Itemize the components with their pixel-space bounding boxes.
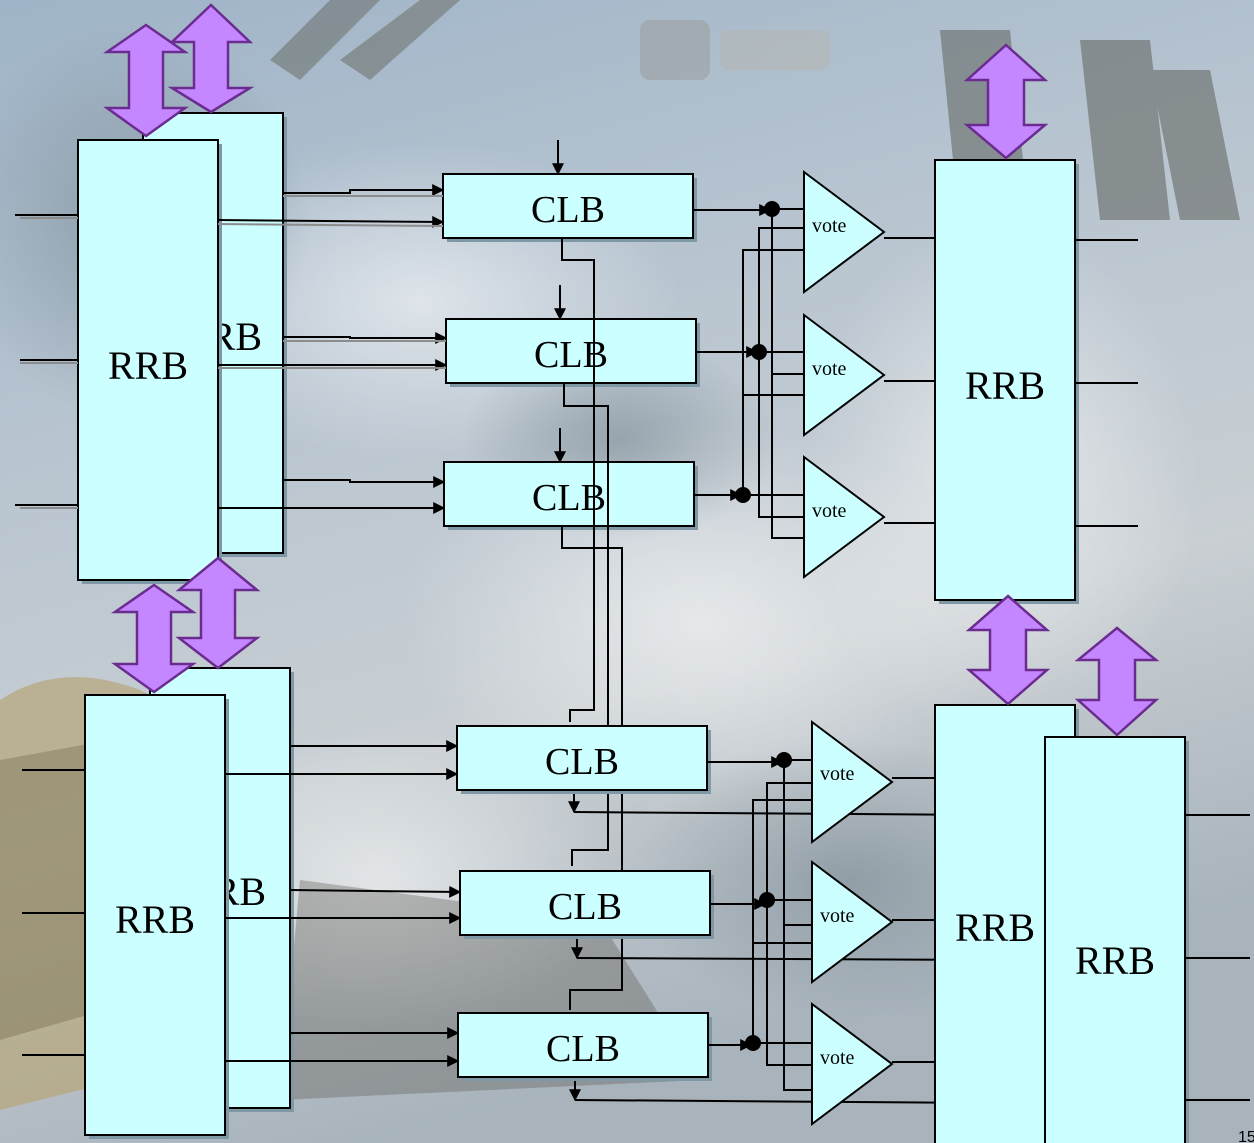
vote-label: vote (820, 763, 855, 785)
clb-bottom-2: CLB (460, 871, 714, 939)
rrb-bottom-right-front: RRB (1045, 737, 1189, 1143)
clb-bottom-3: CLB (458, 1013, 712, 1081)
vote-label: vote (812, 500, 847, 522)
rrb-label: RRB (1075, 938, 1155, 983)
clb-label: CLB (531, 189, 605, 231)
rrb-bottom-left-front: RRB (85, 695, 229, 1139)
voter-bottom-3: vote (812, 1004, 892, 1124)
clb-label: CLB (534, 334, 608, 376)
bidirectional-arrow-icon (969, 596, 1047, 704)
clb-bottom-1: CLB (457, 726, 711, 794)
rrb-top-right: RRB (935, 160, 1079, 604)
clb-top-1: CLB (443, 174, 697, 242)
clb-top-3: CLB (444, 462, 698, 530)
vote-label: vote (820, 905, 855, 927)
clb-label: CLB (546, 1028, 620, 1070)
voter-top-1: vote (804, 172, 884, 292)
vote-label: vote (812, 358, 847, 380)
clb-label: CLB (545, 741, 619, 783)
page-number: 15 (1238, 1129, 1254, 1143)
clb-top-2: CLB (446, 319, 700, 387)
wires-top-voting (693, 201, 805, 538)
voter-top-2: vote (804, 315, 884, 435)
clb-label: CLB (548, 886, 622, 928)
voter-top-3: vote (804, 457, 884, 577)
vote-label: vote (820, 1047, 855, 1069)
voter-bottom-2: vote (812, 862, 892, 982)
voter-bottom-1: vote (812, 722, 892, 842)
rrb-label: RRB (115, 897, 195, 942)
vote-label: vote (812, 215, 847, 237)
bidirectional-arrow-icon (172, 5, 250, 112)
bidirectional-arrow-icon (1078, 628, 1156, 735)
wires-bottom-voting (707, 752, 813, 1090)
rrb-top-left-front: RRB (78, 140, 222, 584)
rrb-label: RRB (955, 905, 1035, 950)
bidirectional-arrow-icon (967, 45, 1045, 158)
rrb-label: RRB (965, 363, 1045, 408)
rrb-label: RRB (108, 343, 188, 388)
